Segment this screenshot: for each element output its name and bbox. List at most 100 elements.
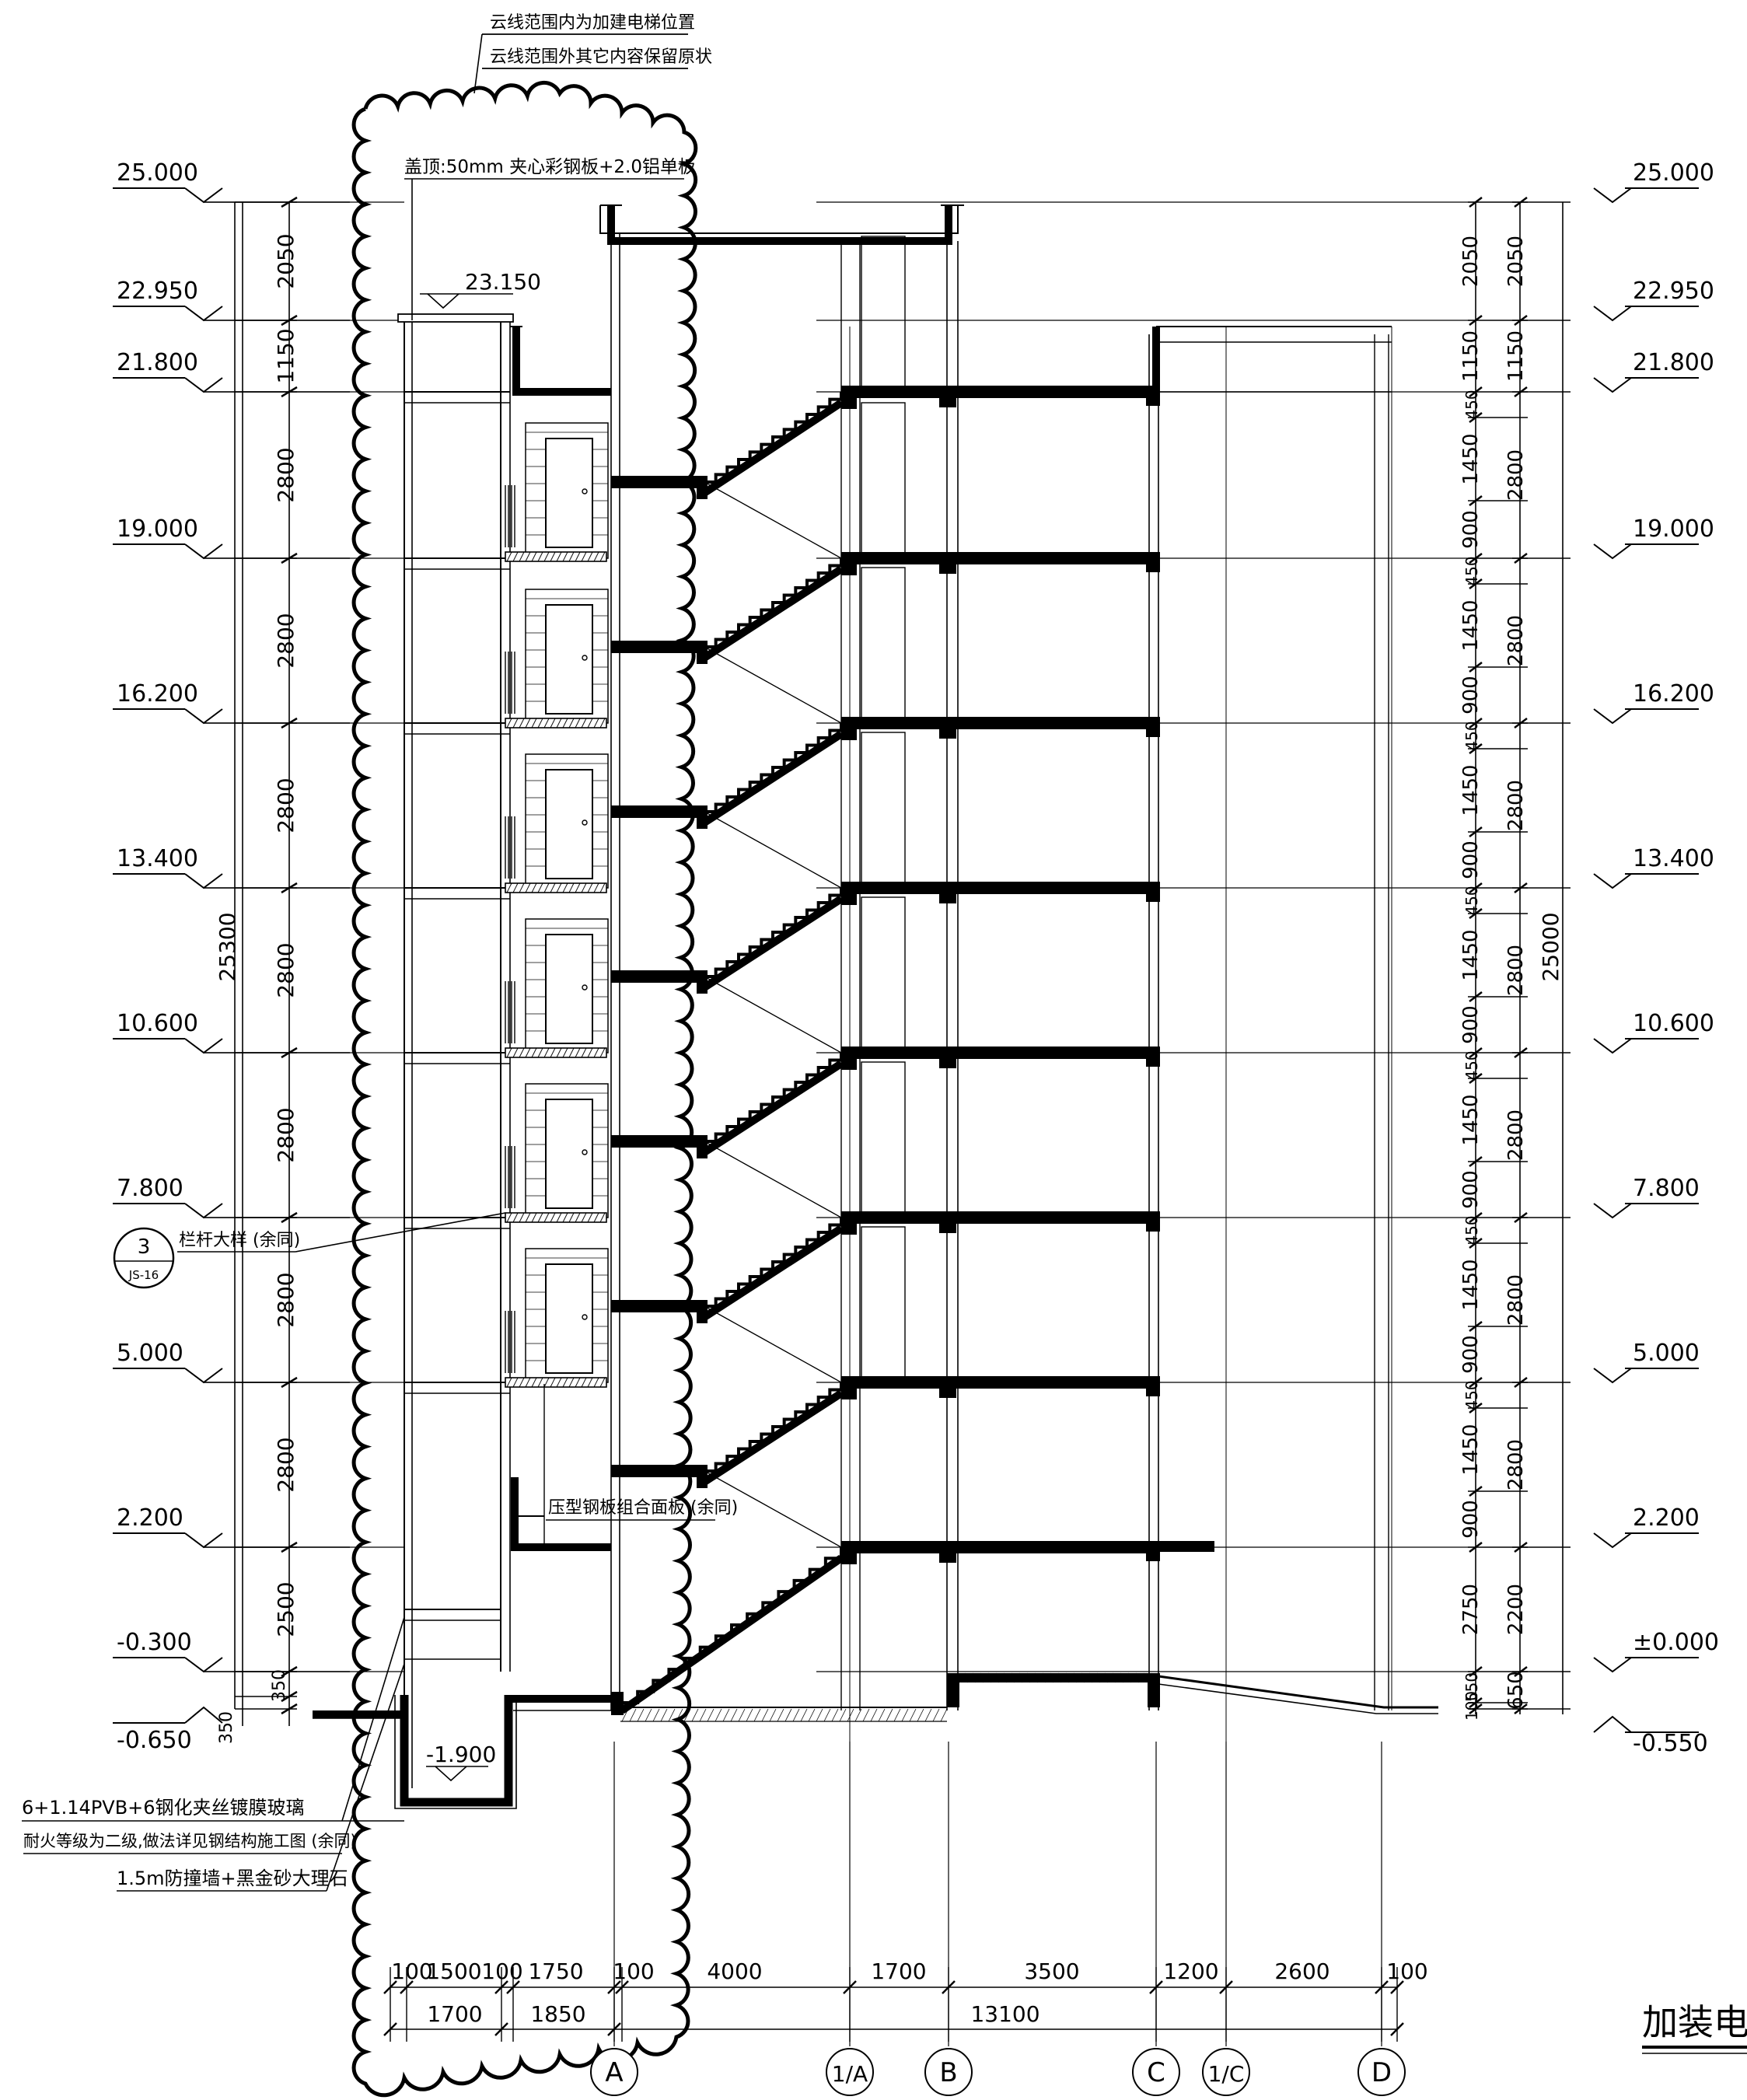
dimension-tick-slash: [1514, 1542, 1528, 1553]
stair-flight-edge: [704, 481, 842, 559]
ground-hatch: [886, 1708, 893, 1722]
level-triangle: [184, 1657, 223, 1673]
dimension-tick-slash: [1514, 882, 1528, 893]
dimension-value-right-detail: 900: [1459, 1005, 1483, 1044]
slab-hatch: [543, 882, 550, 893]
slab-hatch: [575, 1377, 581, 1388]
cloud-note-1: 云线范围内为加建电梯位置: [490, 13, 695, 33]
dimension-value-right-detail: 900: [1459, 510, 1483, 549]
level-marker-right: 13.400: [1593, 845, 1714, 889]
slab-hatch: [587, 882, 593, 893]
corridor-floor-slab: [505, 1212, 607, 1223]
slab-hatch: [562, 551, 568, 562]
dimension-value-right-floor: 2800: [1504, 1439, 1528, 1490]
stair-landing: [611, 476, 704, 488]
slab-hatch: [587, 1047, 593, 1058]
slab-hatch: [562, 1377, 568, 1388]
shaft-top-level-value: 23.150: [465, 269, 541, 295]
beam-1A: [841, 386, 857, 409]
ground-hatch: [1075, 1672, 1083, 1683]
dimension-value-left: 2800: [273, 942, 299, 998]
ground-beam-B: [947, 1673, 959, 1707]
ground-hatch: [1005, 1672, 1013, 1683]
slab-hatch: [512, 1377, 519, 1388]
slab-hatch: [556, 718, 562, 729]
slab-hatch: [525, 1047, 531, 1058]
slab-hatch: [556, 1212, 562, 1223]
beam-1A: [841, 717, 857, 740]
door-knob: [582, 984, 588, 991]
glass-note: 6+1.14PVB+6钢化夹丝镀膜玻璃: [22, 1797, 305, 1819]
interior-door: [861, 1226, 906, 1380]
axis-label: B: [939, 2057, 957, 2088]
dimension-value-right-detail: 1450: [1459, 433, 1483, 484]
level-marker-left: 22.950: [113, 278, 350, 322]
dimension-tick-slash: [506, 1980, 520, 1994]
corridor-floor-slab: [505, 882, 607, 893]
ground-hatch: [816, 1708, 823, 1722]
level-marker-right: 2.200: [1593, 1504, 1700, 1549]
slab-hatch: [519, 1377, 525, 1388]
dimension-tick-slash: [1469, 495, 1483, 506]
slab-hatch: [543, 718, 550, 729]
ground-hatch: [800, 1708, 808, 1722]
ground-hatch: [982, 1672, 990, 1683]
corridor-floor-slab: [505, 1047, 607, 1058]
stair-flight-slab: [702, 895, 844, 991]
stair-flight-slab: [702, 1225, 844, 1321]
ground-hatch: [1013, 1672, 1021, 1683]
dimension-value-bottom-detail: 4000: [707, 1958, 762, 1984]
slab-hatch: [506, 882, 512, 893]
level-value-left: -0.650: [117, 1727, 192, 1754]
slab-hatch: [512, 1212, 519, 1223]
slab-hatch: [550, 1377, 556, 1388]
ground-hatch: [854, 1708, 862, 1722]
dimension-tick-slash: [1469, 1666, 1483, 1677]
slab-hatch: [550, 882, 556, 893]
level-marker-right: ±0.000: [1593, 1629, 1719, 1673]
level-marker-left: -0.300: [113, 1629, 350, 1673]
dimension-tick-slash: [1514, 1377, 1528, 1388]
slab-hatch: [581, 882, 587, 893]
ground-hatch: [645, 1708, 652, 1722]
dimension-tick-slash: [1469, 412, 1483, 423]
slab-hatch: [556, 1047, 562, 1058]
ground-hatch: [940, 1708, 948, 1722]
detail-reference-bubble: 3 JS-16: [113, 1227, 175, 1289]
dimension-value-bottom-detail: 2600: [1274, 1958, 1329, 1984]
dimension-value-right-detail: 1450: [1459, 1094, 1483, 1145]
beam-B: [939, 552, 956, 574]
interior-door: [861, 732, 906, 886]
interior-door: [861, 1061, 906, 1215]
slab-hatch: [575, 718, 581, 729]
level-triangle: [1593, 377, 1632, 393]
floor-slab: [841, 717, 1157, 729]
dimension-tick-slash: [1469, 826, 1483, 837]
dimension-tick-slash: [281, 1665, 298, 1678]
slab-hatch: [525, 718, 531, 729]
dimension-value-left: 2800: [273, 1437, 299, 1492]
axis-label: D: [1371, 2057, 1392, 2088]
stair-flight-edge: [704, 646, 842, 724]
ground-hatch: [715, 1708, 722, 1722]
floor-slab-2f: [841, 1541, 1214, 1552]
level-marker-left: 19.000: [113, 515, 350, 560]
level-value-right: 5.000: [1633, 1340, 1700, 1367]
dimension-value-right-detail: 1150: [1459, 330, 1483, 382]
ground-hatch: [769, 1708, 777, 1722]
corridor-floor-slab: [505, 718, 607, 729]
slab-hatch: [531, 1047, 537, 1058]
ground-hatch: [831, 1708, 839, 1722]
detail-ref-number: 3: [138, 1235, 151, 1259]
level-triangle: [1593, 1715, 1632, 1733]
level-triangle: [1593, 873, 1632, 889]
dimension-tick-slash: [1514, 386, 1528, 397]
exterior-ramp-base: [1158, 1683, 1438, 1714]
ground-hatch: [932, 1708, 940, 1722]
ground-hatch: [959, 1672, 966, 1683]
ground-hatch: [1106, 1672, 1114, 1683]
slab-hatch: [543, 1212, 550, 1223]
slab-hatch: [506, 551, 512, 562]
level-value-left: -0.300: [117, 1629, 192, 1656]
ground-hatch: [839, 1708, 847, 1722]
